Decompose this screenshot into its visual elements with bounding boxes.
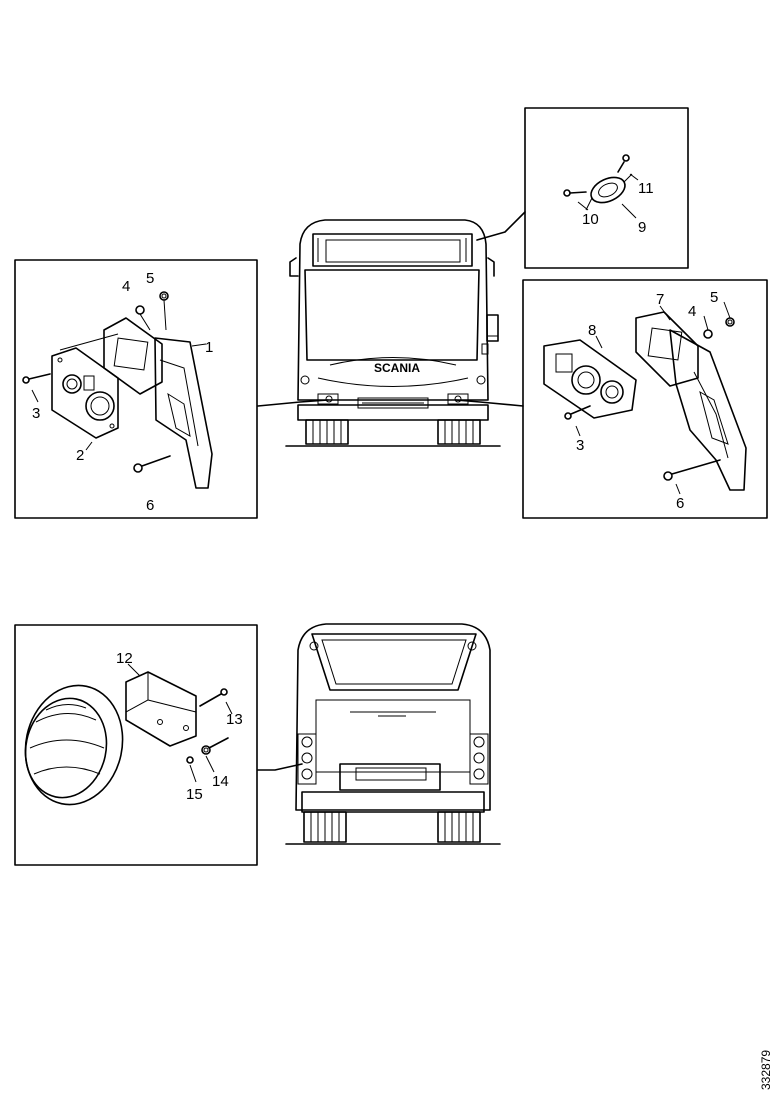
callout-14: 14 xyxy=(212,773,229,790)
rear-wheels xyxy=(303,811,481,843)
rear-lamps xyxy=(297,733,489,785)
front-badge: SCANIA xyxy=(374,361,420,375)
callout-9: 9 xyxy=(638,219,646,236)
callout-13: 13 xyxy=(226,711,243,728)
detail-box-rear-lamp: 12 13 14 15 xyxy=(14,624,258,866)
callout-5-right: 5 xyxy=(710,289,718,306)
leader-line-rear xyxy=(257,763,303,771)
bus-front-view: SCANIA xyxy=(285,219,501,447)
callout-11: 11 xyxy=(638,180,654,197)
detail-box-left-headlamp: 5 4 1 3 2 6 xyxy=(14,259,258,519)
front-wheels xyxy=(305,419,481,445)
callout-15: 15 xyxy=(186,786,203,803)
leader-lines-front xyxy=(257,211,526,407)
callout-7: 7 xyxy=(656,291,664,308)
bus-rear-view xyxy=(285,623,501,845)
callout-4-right: 4 xyxy=(688,303,696,320)
callout-12: 12 xyxy=(116,650,133,667)
callout-8: 8 xyxy=(588,322,596,339)
callout-3: 3 xyxy=(32,405,40,422)
callout-4: 4 xyxy=(122,278,130,295)
callout-5: 5 xyxy=(146,270,154,287)
callout-1: 1 xyxy=(205,339,213,356)
callout-6: 6 xyxy=(146,497,154,514)
callout-6-right: 6 xyxy=(676,495,684,512)
document-number: 332879 xyxy=(759,1050,773,1090)
callout-10: 10 xyxy=(582,211,599,228)
callout-2: 2 xyxy=(76,447,84,464)
detail-box-mirror-bracket: 11 10 9 xyxy=(524,107,689,269)
callout-3-right: 3 xyxy=(576,437,584,454)
detail-box-right-headlamp: 7 4 5 8 3 6 xyxy=(522,279,768,519)
